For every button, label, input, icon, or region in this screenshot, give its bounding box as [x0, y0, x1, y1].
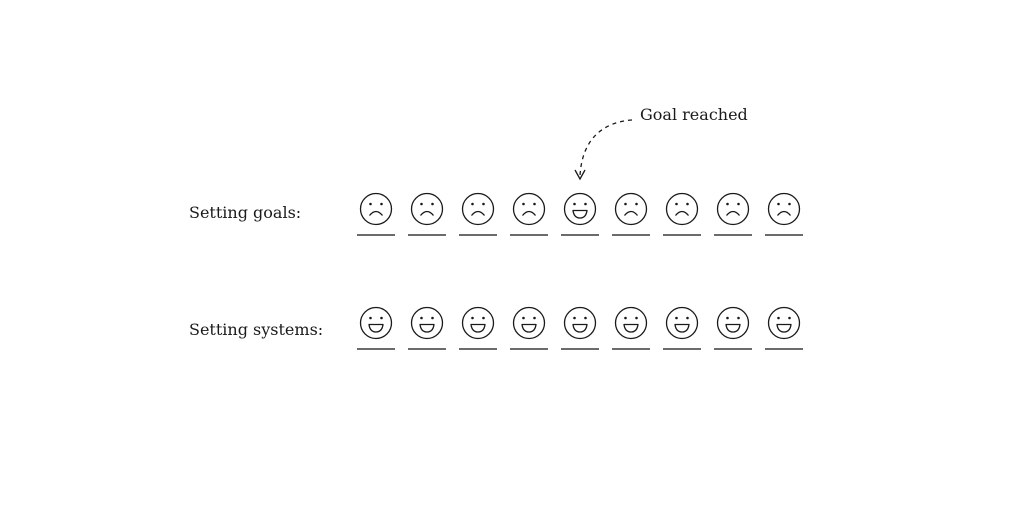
- happy-face-icon: [459, 306, 497, 350]
- face-item: [763, 188, 805, 238]
- face-item: [610, 302, 652, 352]
- sad-face-icon: [459, 192, 497, 236]
- sad-face-icon: [765, 192, 803, 236]
- sad-face-icon: [714, 192, 752, 236]
- face-item: [355, 302, 397, 352]
- dashed-arrow-icon: [574, 119, 633, 181]
- sad-face-icon: [357, 192, 395, 236]
- happy-face-icon: [765, 306, 803, 350]
- face-item: [508, 302, 550, 352]
- happy-face-icon: [510, 306, 548, 350]
- face-item: [712, 188, 754, 238]
- face-item: [355, 188, 397, 238]
- face-item: [712, 302, 754, 352]
- goal-reached-annotation: Goal reached: [640, 105, 748, 124]
- face-item: [661, 302, 703, 352]
- face-item: [508, 188, 550, 238]
- face-list: [355, 188, 815, 238]
- happy-face-icon: [357, 306, 395, 350]
- sad-face-icon: [408, 192, 446, 236]
- face-item: [763, 302, 805, 352]
- row-label: Setting goals:: [189, 203, 302, 222]
- happy-face-icon: [663, 306, 701, 350]
- happy-face-icon: [714, 306, 752, 350]
- face-list: [355, 302, 815, 352]
- happy-face-icon: [561, 306, 599, 350]
- happy-face-icon: [612, 306, 650, 350]
- sad-face-icon: [663, 192, 701, 236]
- face-item: [610, 188, 652, 238]
- face-item: [406, 302, 448, 352]
- row-label: Setting systems:: [189, 320, 324, 339]
- happy-face-icon: [408, 306, 446, 350]
- face-item: [457, 302, 499, 352]
- sad-face-icon: [612, 192, 650, 236]
- face-item: [457, 188, 499, 238]
- face-item: [559, 188, 601, 238]
- sad-face-icon: [510, 192, 548, 236]
- face-item: [661, 188, 703, 238]
- happy-face-icon: [561, 192, 599, 236]
- face-item: [559, 302, 601, 352]
- face-item: [406, 188, 448, 238]
